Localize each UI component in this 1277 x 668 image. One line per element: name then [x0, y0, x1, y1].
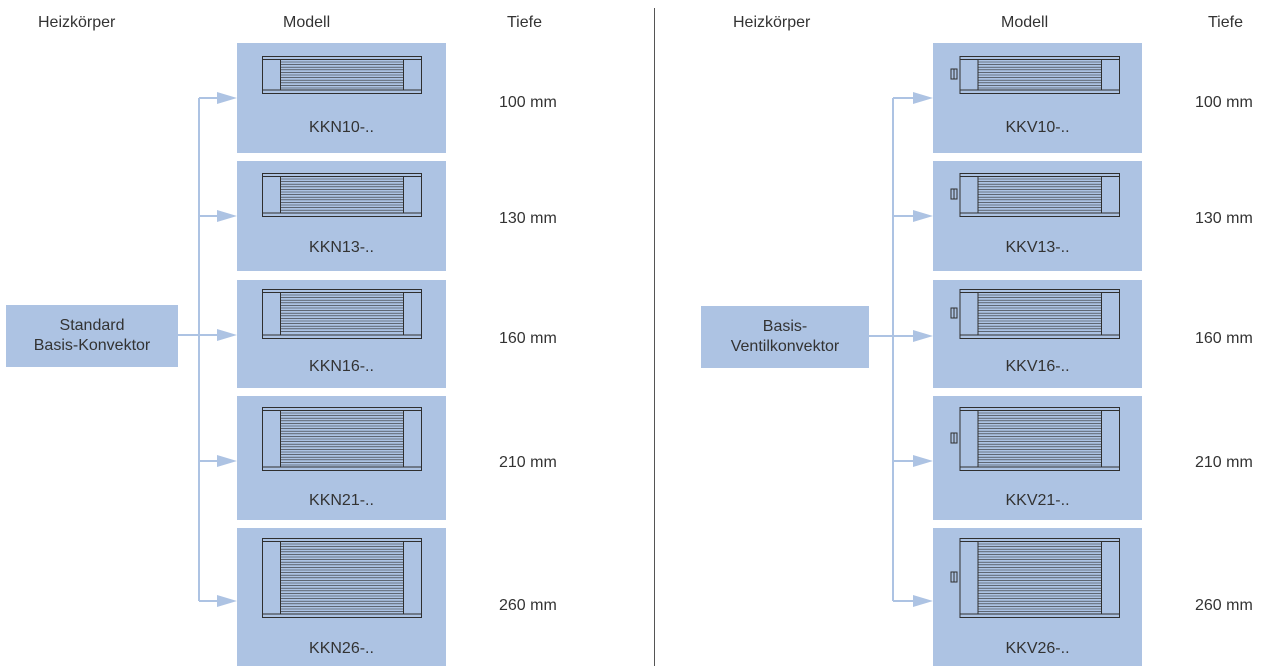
depth-label: 260 mm: [499, 597, 557, 614]
model-label: KKN16-..: [309, 358, 374, 375]
model-card-kkv10: KKV10-..: [933, 43, 1142, 153]
model-label: KKN10-..: [309, 119, 374, 136]
radiator-icon: [262, 538, 422, 618]
arrow-head-icon: [913, 92, 933, 104]
arrow-head-icon: [913, 455, 933, 467]
panel-divider: [654, 8, 655, 666]
header-heizkoerper-left: Heizkörper: [38, 14, 116, 31]
model-card-kkv13: KKV13-..: [933, 161, 1142, 271]
model-card-kkv16: KKV16-..: [933, 280, 1142, 388]
model-card-kkn16: KKN16-..: [237, 280, 446, 388]
header-modell-right: Modell: [1001, 14, 1049, 31]
radiator-icon: [950, 407, 1120, 471]
model-label: KKV16-..: [1005, 358, 1070, 375]
radiator-icon: [262, 56, 422, 94]
depth-label: 100 mm: [1195, 94, 1253, 111]
arrow-head-icon: [913, 330, 933, 342]
arrow-head-icon: [217, 92, 237, 104]
header-tiefe-left: Tiefe: [507, 14, 542, 31]
source-label-line2: Ventilkonvektor: [730, 338, 840, 355]
model-card-kkv21: KKV21-..: [933, 396, 1142, 520]
header-tiefe-right: Tiefe: [1208, 14, 1243, 31]
depth-label: 210 mm: [1195, 454, 1253, 471]
arrow-head-icon: [913, 595, 933, 607]
depth-label: 210 mm: [499, 454, 557, 471]
radiator-icon: [950, 56, 1120, 94]
model-label: KKN13-..: [309, 239, 374, 256]
radiator-icon: [950, 538, 1120, 618]
arrow-head-icon: [217, 210, 237, 222]
radiator-icon: [262, 173, 422, 217]
source-label-line2: Basis-Konvektor: [33, 337, 151, 354]
depth-label: 100 mm: [499, 94, 557, 111]
radiator-icon: [950, 173, 1120, 217]
depth-label: 160 mm: [1195, 330, 1253, 347]
depth-label: 260 mm: [1195, 597, 1253, 614]
model-card-kkn13: KKN13-..: [237, 161, 446, 271]
model-label: KKN21-..: [309, 492, 374, 509]
model-label: KKV26-..: [1005, 640, 1070, 657]
radiator-icon: [262, 407, 422, 471]
header-modell-left: Modell: [283, 14, 331, 31]
model-card-kkv26: KKV26-..: [933, 528, 1142, 666]
source-label-line1: Standard: [59, 317, 125, 334]
depth-label: 160 mm: [499, 330, 557, 347]
model-card-kkn10: KKN10-..: [237, 43, 446, 153]
source-box-standard-basis-konvektor: Standard Basis-Konvektor: [6, 305, 178, 367]
arrow-head-icon: [217, 329, 237, 341]
model-label: KKV13-..: [1005, 239, 1070, 256]
source-box-basis-ventilkonvektor: Basis- Ventilkonvektor: [701, 306, 869, 368]
model-label: KKV10-..: [1005, 119, 1070, 136]
radiator-icon: [262, 289, 422, 339]
arrow-head-icon: [217, 595, 237, 607]
radiator-icon: [950, 289, 1120, 339]
depth-label: 130 mm: [499, 210, 557, 227]
depth-label: 130 mm: [1195, 210, 1253, 227]
arrow-head-icon: [217, 455, 237, 467]
model-label: KKV21-..: [1005, 492, 1070, 509]
model-card-kkn21: KKN21-..: [237, 396, 446, 520]
model-label: KKN26-..: [309, 640, 374, 657]
arrow-head-icon: [913, 210, 933, 222]
header-heizkoerper-right: Heizkörper: [733, 14, 811, 31]
model-card-kkn26: KKN26-..: [237, 528, 446, 666]
source-label-line1: Basis-: [762, 318, 808, 335]
